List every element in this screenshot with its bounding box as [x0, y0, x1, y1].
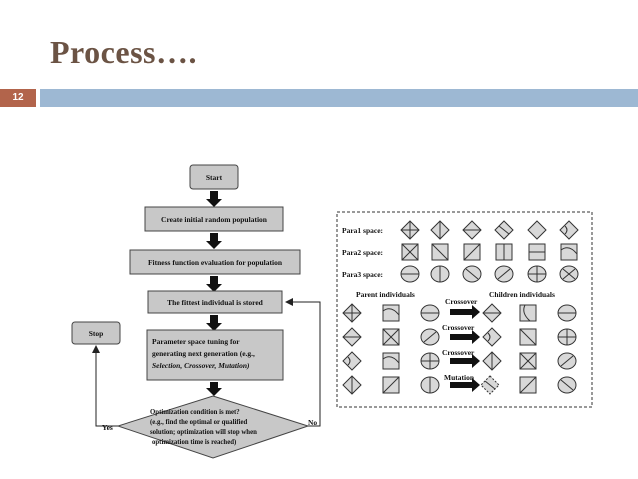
- decision-line4: optimization time is reached): [152, 439, 236, 446]
- parameter-panel: Para1 space: Para2 space: Para3 space: P…: [336, 211, 593, 408]
- parent-individuals-label: Parent individuals: [356, 290, 415, 299]
- children-individuals: [480, 303, 577, 395]
- para1-shapes: [400, 220, 579, 240]
- children-individuals-label: Children individuals: [489, 290, 555, 299]
- flowchart: Start Create initial random population F…: [71, 164, 321, 459]
- para2-shapes: [401, 243, 578, 261]
- step3-box: [147, 290, 283, 314]
- arrow-down-5: [206, 382, 222, 396]
- decision-line3: solution; optimization will stop when: [150, 429, 257, 436]
- decision-line1: Optimization condition is met?: [150, 409, 240, 416]
- yes-label: Yes: [102, 423, 113, 432]
- op-label-1: Crossover: [445, 297, 478, 306]
- mutation-arrow: [450, 378, 480, 392]
- slide-title: Process….: [50, 34, 197, 70]
- step4-box: [146, 329, 284, 381]
- para3-label: Para3 space:: [342, 270, 383, 279]
- op-label-4: Mutation: [444, 373, 475, 382]
- para1-label: Para1 space:: [342, 226, 383, 235]
- start-label: Start: [206, 173, 223, 182]
- no-connector: [285, 298, 321, 427]
- arrow-down-4: [206, 315, 222, 331]
- panel-border: [336, 211, 593, 408]
- crossover-arrow-2: [450, 330, 480, 344]
- start-box: [189, 164, 239, 190]
- step4-line3: Selection, Crossover, Mutation): [152, 361, 250, 370]
- parent-individuals: [342, 303, 440, 395]
- step4-line1: Parameter space tuning for: [152, 337, 240, 346]
- crossover-arrow-3: [450, 354, 480, 368]
- decision-line2: (e.g., find the optimal or qualified: [150, 419, 248, 426]
- step1-label: Create initial random population: [161, 215, 268, 224]
- para3-shapes: [400, 265, 579, 283]
- step2-box: [129, 249, 301, 275]
- arrow-down-3: [206, 276, 222, 292]
- step1-box: [144, 206, 284, 232]
- decision-diamond: [116, 395, 310, 459]
- para2-label: Para2 space:: [342, 248, 383, 257]
- operation-arrows: [450, 305, 480, 392]
- yes-connector: [92, 345, 118, 427]
- slide-number: 12: [0, 89, 36, 107]
- op-label-2: Crossover: [442, 323, 475, 332]
- step4-line2: generating next generation (e.g.,: [152, 349, 255, 358]
- stop-label: Stop: [89, 329, 104, 338]
- arrow-down-1: [206, 191, 222, 207]
- arrow-down-2: [206, 233, 222, 249]
- op-label-3: Crossover: [442, 348, 475, 357]
- stop-box: [71, 321, 121, 345]
- step3-label: The fittest individual is stored: [167, 298, 264, 307]
- step2-label: Fitness function evaluation for populati…: [148, 258, 283, 267]
- crossover-arrow-1: [450, 305, 480, 319]
- header-bar: [40, 89, 638, 107]
- no-label: No: [308, 418, 317, 427]
